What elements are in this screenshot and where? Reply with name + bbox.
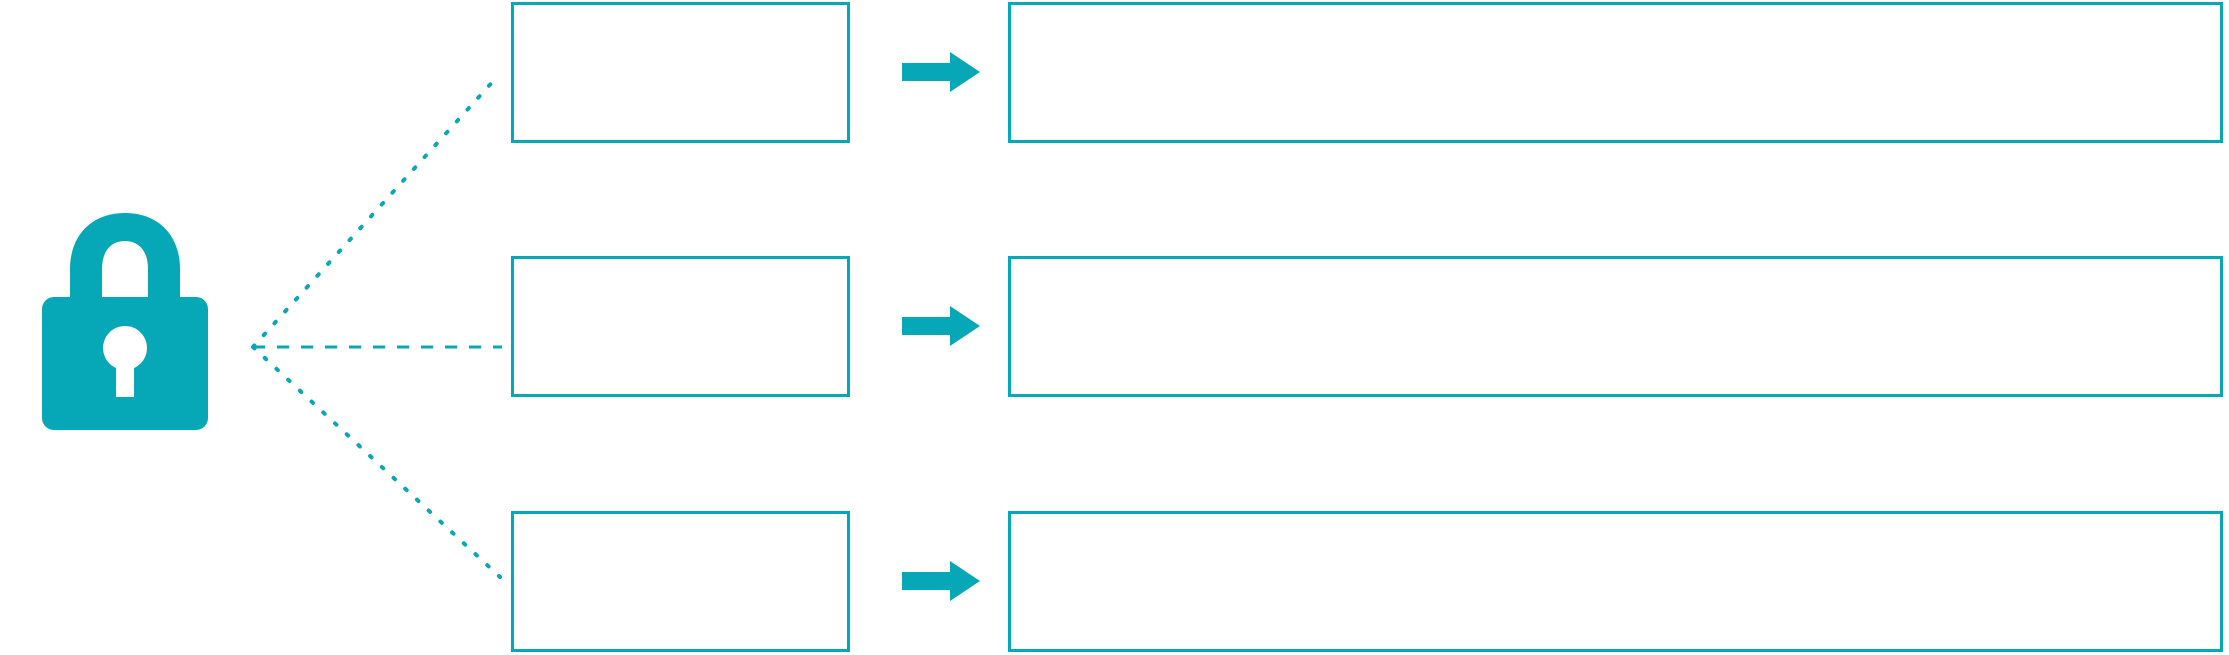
arrow-right-icon xyxy=(902,306,980,346)
small-box[interactable] xyxy=(511,2,850,143)
small-box-label xyxy=(514,259,847,279)
arrow-right-icon xyxy=(902,52,980,92)
large-box-label xyxy=(1011,514,2220,534)
large-box-label xyxy=(1011,259,2220,279)
small-box[interactable] xyxy=(511,511,850,652)
large-box-label xyxy=(1011,5,2220,25)
large-box[interactable] xyxy=(1008,256,2223,397)
diagram-row xyxy=(0,0,2229,146)
small-box-label xyxy=(514,514,847,534)
diagram-row xyxy=(0,509,2229,655)
lock-icon xyxy=(30,205,220,440)
large-box[interactable] xyxy=(1008,511,2223,652)
large-box[interactable] xyxy=(1008,2,2223,143)
small-box-label xyxy=(514,5,847,25)
diagram-row xyxy=(0,254,2229,400)
arrow-right-icon xyxy=(902,561,980,601)
small-box[interactable] xyxy=(511,256,850,397)
